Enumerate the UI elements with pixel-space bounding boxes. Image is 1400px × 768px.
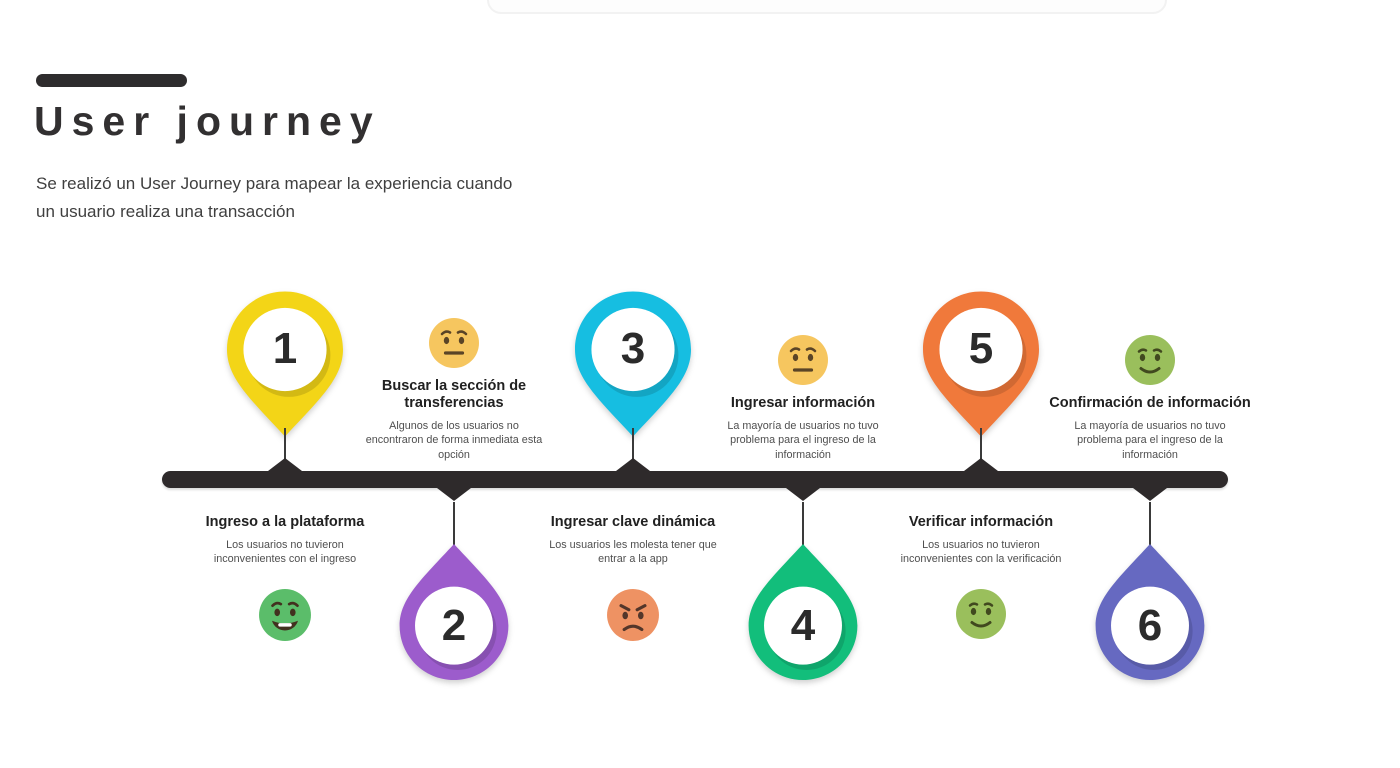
map-pin-icon [923,291,1039,437]
neutral-face-icon [429,317,479,368]
title-accent-bar [36,74,187,87]
happy-face-icon [259,589,311,642]
step-title: Ingreso a la plataforma [205,514,365,530]
timeline-bar [162,471,1228,488]
step-number: 2 [441,601,467,650]
step-description: Los usuarios les molesta tener que entra… [549,538,717,566]
step-info: Ingresar información La mayoría de usuar… [688,334,918,462]
connector-line [453,502,455,546]
timeline-notch-down [437,488,471,501]
map-pin-icon [399,544,509,680]
step-description: Los usuarios no tuvieron inconvenientes … [900,538,1062,566]
slight-smile-face-icon [1125,335,1175,386]
connector-line [1149,502,1151,546]
page-title: User journey [34,98,381,144]
connector-line [284,428,286,460]
timeline-notch-up [616,458,650,471]
step-number: 5 [968,324,994,373]
top-card-edge [487,0,1167,14]
map-pin-icon [227,291,343,437]
step-title: Ingresar información [730,395,876,412]
step-description: Los usuarios no tuvieron inconvenientes … [213,538,357,566]
map-pin-icon [575,291,691,437]
step-info: Ingresar clave dinámica Los usuarios les… [518,514,748,642]
timeline-notch-up [268,458,302,471]
connector-line [980,428,982,460]
connector-line [632,428,634,460]
timeline-notch-up [964,458,998,471]
timeline-notch-down [786,488,820,501]
slight-smile-face-icon [956,589,1006,640]
step-description: Algunos de los usuarios no encontraron d… [365,419,543,461]
step-info: Buscar la sección de transferencias Algu… [339,317,569,462]
step-title: Verificar información [908,514,1054,530]
step-info: Verificar información Los usuarios no tu… [866,514,1096,640]
neutral-face-icon [778,335,828,386]
timeline-notch-down [1133,488,1167,501]
map-pin-icon [748,544,858,680]
step-description: La mayoría de usuarios no tuvo problema … [1074,419,1226,461]
page-subtitle: Se realizó un User Journey para mapear l… [36,174,513,222]
step-number: 4 [790,601,816,650]
step-title: Ingresar clave dinámica [550,514,716,530]
step-number: 6 [1137,601,1163,650]
step-number: 3 [620,324,646,373]
step-info: Confirmación de información La mayoría d… [1035,334,1265,462]
step-title: Buscar la sección de transferencias [381,377,527,412]
map-pin-icon [1095,544,1205,680]
connector-line [802,502,804,546]
step-info: Ingreso a la plataforma Los usuarios no … [170,514,400,642]
step-number: 1 [272,324,298,373]
step-title: Confirmación de información [1049,395,1251,412]
step-description: La mayoría de usuarios no tuvo problema … [727,419,879,461]
angry-face-icon [607,589,659,642]
